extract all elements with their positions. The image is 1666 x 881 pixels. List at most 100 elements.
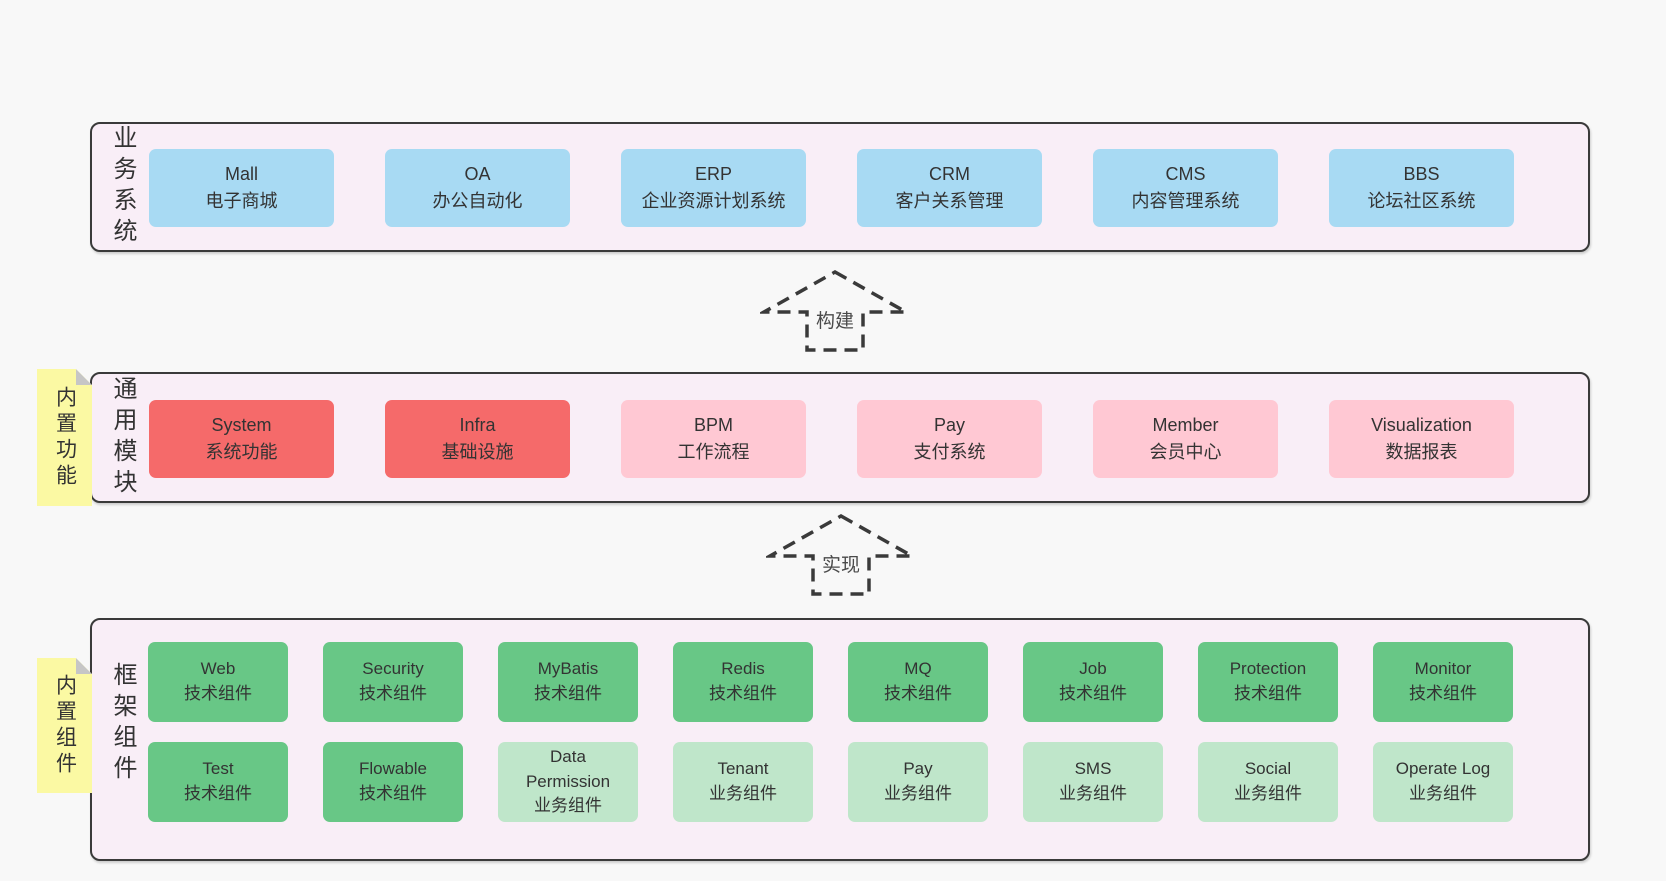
box-title: Redis [721, 659, 765, 679]
module-row: Mall 电子商城 OA 办公自动化 ERP 企业资源计划系统 CRM 客户关系管理 CMS 内容… [149, 149, 1514, 227]
box-subtitle: 电子商城 [205, 191, 278, 211]
up-arrow-icon [760, 269, 910, 352]
arrow-build: 构建 [760, 268, 910, 354]
box-member: Member 会员中心 [1093, 400, 1278, 478]
box-subtitle: 技术组件 [1234, 684, 1302, 703]
box-title: Operate Log [1395, 759, 1491, 779]
box-social: Social 业务组件 [1198, 742, 1338, 822]
box-title: MyBatis [537, 659, 599, 679]
box-subtitle: 业务组件 [1234, 784, 1302, 803]
box-sms: SMS 业务组件 [1023, 742, 1163, 822]
box-title: Visualization [1371, 415, 1472, 435]
box-mall: Mall 电子商城 [149, 149, 334, 227]
sticky-label: 内置组件 [53, 673, 77, 778]
band-business-systems: 业务系统 Mall 电子商城 OA 办公自动化 ERP 企业资源计划系统 CRM 客户关系管理… [90, 122, 1590, 252]
box-title: Member [1152, 415, 1219, 435]
box-title: Test [202, 759, 234, 779]
box-title: Protection [1229, 659, 1307, 679]
box-subtitle: 技术组件 [1409, 684, 1477, 703]
box-crm: CRM 客户关系管理 [857, 149, 1042, 227]
box-title: Web [200, 659, 236, 679]
box-bbs: BBS 论坛社区系统 [1329, 149, 1514, 227]
box-pay: Pay 业务组件 [848, 742, 988, 822]
box-mq: MQ 技术组件 [848, 642, 988, 722]
box-pay: Pay 支付系统 [857, 400, 1042, 478]
box-title: Social [1244, 759, 1292, 779]
box-title: BPM [693, 415, 733, 435]
module-row: System 系统功能 Infra 基础设施 BPM 工作流程 Pay 支付系统 Member 会… [149, 400, 1514, 478]
box-subtitle: 会员中心 [1149, 442, 1222, 462]
box-test: Test 技术组件 [148, 742, 288, 822]
box-subtitle: 系统功能 [205, 442, 278, 462]
box-erp: ERP 企业资源计划系统 [621, 149, 806, 227]
sticky-label: 内置功能 [53, 385, 77, 490]
arrow-label-build: 构建 [812, 306, 858, 333]
box-tenant: Tenant 业务组件 [673, 742, 813, 822]
box-subtitle: 客户关系管理 [895, 191, 1004, 211]
box-subtitle: 办公自动化 [432, 191, 523, 211]
box-mybatis: MyBatis 技术组件 [498, 642, 638, 722]
box-title: Monitor [1414, 659, 1472, 679]
box-title: BBS [1403, 164, 1440, 184]
box-subtitle: 技术组件 [1059, 684, 1127, 703]
box-subtitle: 技术组件 [359, 684, 427, 703]
box-title: MQ [904, 659, 932, 679]
box-title: CRM [929, 164, 970, 184]
box-protection: Protection 技术组件 [1198, 642, 1338, 722]
box-cms: CMS 内容管理系统 [1093, 149, 1278, 227]
box-title: Mall [224, 164, 258, 184]
box-operate-log: Operate Log 业务组件 [1373, 742, 1513, 822]
box-title: System [211, 415, 272, 435]
box-infra: Infra 基础设施 [385, 400, 570, 478]
box-subtitle: 支付系统 [913, 442, 986, 462]
box-subtitle: 业务组件 [534, 796, 602, 816]
box-title: Tenant [717, 759, 769, 779]
box-title: OA [464, 164, 491, 184]
box-subtitle: 工作流程 [677, 442, 750, 462]
box-system: System 系统功能 [149, 400, 334, 478]
box-subtitle: 业务组件 [1059, 784, 1127, 803]
box-subtitle: 基础设施 [441, 442, 514, 462]
box-title: Infra [459, 415, 496, 435]
box-subtitle: 业务组件 [1409, 784, 1477, 803]
box-title: Security [362, 659, 424, 679]
box-title: ERP [694, 164, 732, 184]
box-subtitle: 企业资源计划系统 [641, 191, 786, 211]
band-label-framework-components: 框架组件 [109, 662, 136, 786]
band-label-business-systems: 业务系统 [109, 125, 136, 249]
box-title: CMS [1165, 164, 1206, 184]
box-visualization: Visualization 数据报表 [1329, 400, 1514, 478]
box-job: Job 技术组件 [1023, 642, 1163, 722]
box-subtitle: 论坛社区系统 [1367, 191, 1476, 211]
box-subtitle: 内容管理系统 [1131, 191, 1240, 211]
box-subtitle: 业务组件 [709, 784, 777, 803]
box-title: Pay [903, 759, 933, 779]
box-subtitle: 技术组件 [709, 684, 777, 703]
box-title: Pay [933, 415, 966, 435]
box-security: Security 技术组件 [323, 642, 463, 722]
arrow-label-implement: 实现 [818, 550, 864, 577]
box-subtitle: 技术组件 [359, 784, 427, 803]
sticky-note-builtin-features: 内置功能 [37, 369, 92, 506]
box-bpm: BPM 工作流程 [621, 400, 806, 478]
box-subtitle: 技术组件 [534, 684, 602, 703]
band-common-modules: 通用模块 System 系统功能 Infra 基础设施 BPM 工作流程 Pay 支付系统 Me… [90, 372, 1590, 503]
box-subtitle: 技术组件 [884, 684, 952, 703]
sticky-note-builtin-components: 内置组件 [37, 658, 92, 793]
box-subtitle: 业务组件 [884, 784, 952, 803]
box-title: Job [1079, 659, 1107, 679]
box-flowable: Flowable 技术组件 [323, 742, 463, 822]
box-subtitle: 数据报表 [1385, 442, 1458, 462]
sticky-fold-icon [76, 369, 92, 385]
box-subtitle: 技术组件 [184, 784, 252, 803]
arrow-implement: 实现 [766, 512, 916, 598]
box-title: Flowable [358, 759, 428, 779]
band-label-common-modules: 通用模块 [109, 375, 136, 500]
box-title: SMS [1074, 759, 1112, 779]
box-oa: OA 办公自动化 [385, 149, 570, 227]
